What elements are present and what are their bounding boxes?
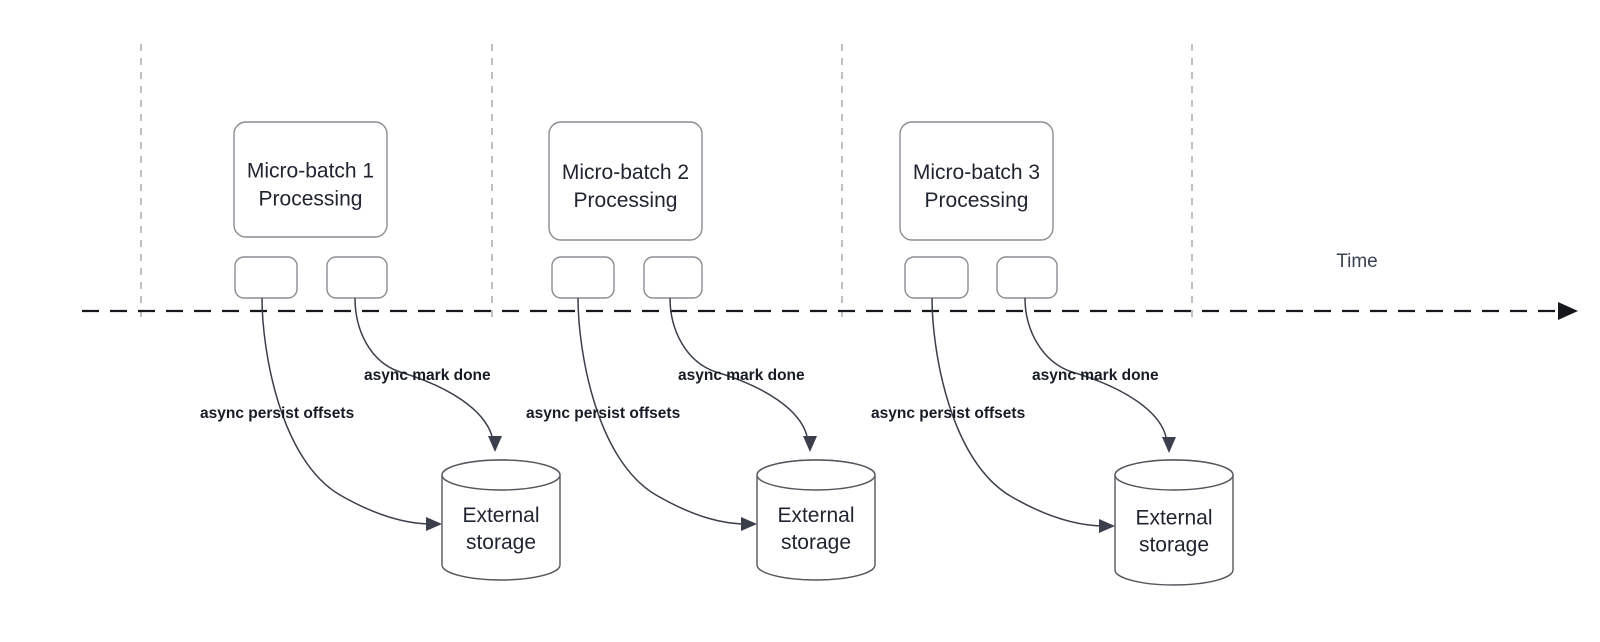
storage-cylinder-top-2 bbox=[756, 459, 876, 491]
storage-label-line2-3: storage bbox=[1139, 534, 1209, 557]
storage-label-line1-3: External bbox=[1135, 507, 1212, 530]
flow-edge-label-3-1: async persist offsets bbox=[871, 405, 1025, 422]
flow-edge-label-1-1: async persist offsets bbox=[200, 405, 354, 422]
processing-box-label-line2-1: Processing bbox=[259, 188, 363, 211]
flow-edge-2-1 bbox=[577, 297, 748, 525]
mark-done-task-1[interactable] bbox=[326, 256, 388, 299]
right-arrow-icon bbox=[1558, 302, 1578, 320]
processing-box-label-line1-3: Micro-batch 3 bbox=[913, 161, 1040, 184]
flow-edge-label-2-1: async persist offsets bbox=[526, 405, 680, 422]
processing-box-1[interactable] bbox=[233, 121, 388, 238]
flow-edge-1-1 bbox=[261, 297, 433, 525]
storage-label-line1-1: External bbox=[462, 504, 539, 527]
flow-arrow-icon-2-2 bbox=[803, 436, 817, 452]
storage-label-line2-1: storage bbox=[466, 531, 536, 554]
flow-arrow-icon-3-1 bbox=[1099, 519, 1115, 533]
flow-edge-label-3-2: async mark done bbox=[1032, 367, 1159, 384]
flow-arrow-icon-1-2 bbox=[488, 436, 502, 452]
flow-arrow-icon-2-1 bbox=[741, 517, 757, 531]
persist-offsets-task-2[interactable] bbox=[551, 256, 615, 299]
flow-edge-3-2 bbox=[1024, 297, 1167, 438]
flow-arrow-icon-3-2 bbox=[1162, 437, 1176, 453]
flow-edge-2-2 bbox=[669, 297, 808, 437]
persist-offsets-task-1[interactable] bbox=[234, 256, 298, 299]
mark-done-task-2[interactable] bbox=[643, 256, 703, 299]
processing-box-2[interactable] bbox=[548, 121, 703, 241]
processing-box-label-line2-3: Processing bbox=[925, 189, 1029, 212]
flow-edge-1-2 bbox=[354, 297, 493, 437]
flow-edge-label-2-2: async mark done bbox=[678, 367, 805, 384]
storage-label-line1-2: External bbox=[777, 504, 854, 527]
time-axis-label: Time bbox=[1336, 251, 1378, 272]
storage-cylinder-top-3 bbox=[1114, 459, 1234, 491]
processing-box-label-line1-2: Micro-batch 2 bbox=[562, 161, 689, 184]
mark-done-task-3[interactable] bbox=[996, 256, 1058, 299]
storage-label-line2-2: storage bbox=[781, 531, 851, 554]
processing-box-3[interactable] bbox=[899, 121, 1054, 241]
flow-arrow-icon-1-1 bbox=[426, 517, 442, 531]
flow-edge-label-1-2: async mark done bbox=[364, 367, 491, 384]
flow-edge-3-1 bbox=[931, 297, 1106, 527]
storage-cylinder-top-1 bbox=[441, 459, 561, 491]
processing-box-label-line1-1: Micro-batch 1 bbox=[247, 160, 374, 183]
processing-box-label-line2-2: Processing bbox=[574, 189, 678, 212]
persist-offsets-task-3[interactable] bbox=[904, 256, 969, 299]
